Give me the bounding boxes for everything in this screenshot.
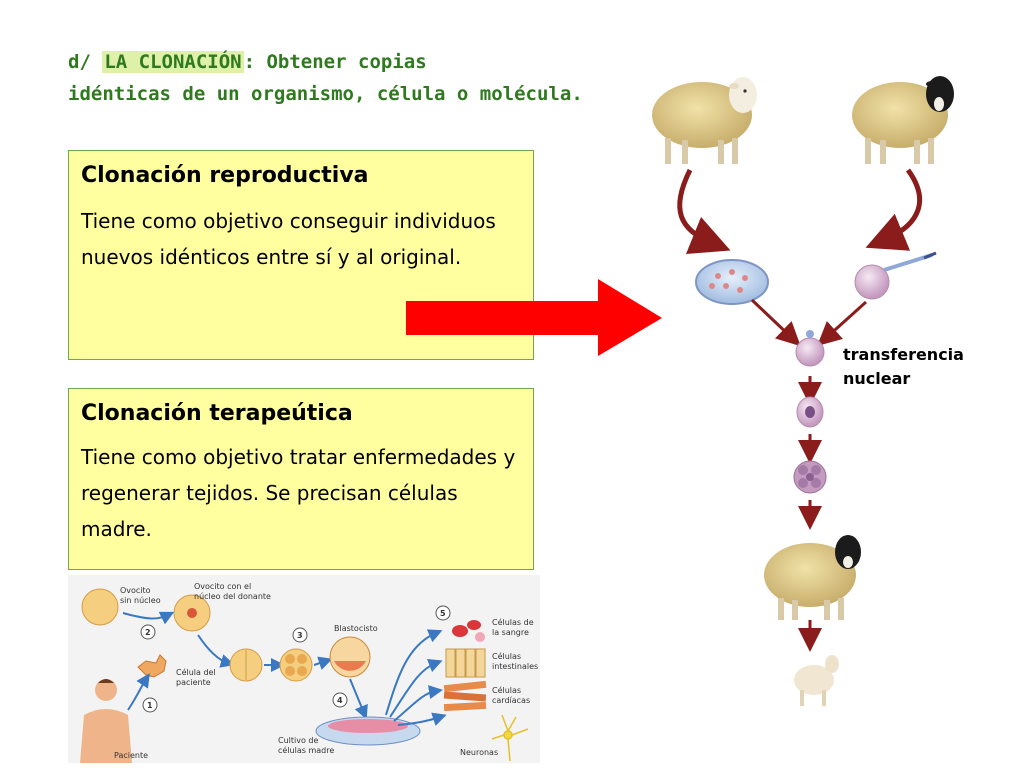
sheep-cloning-diagram bbox=[652, 76, 954, 706]
heading-highlight: LA CLONACIÓN bbox=[102, 51, 244, 73]
intestinal-cells-label-2: intestinales bbox=[492, 662, 538, 671]
reproductive-cloning-box: Clonación reproductiva Tiene como objeti… bbox=[68, 150, 534, 360]
cardiac-cells-label-2: cardíacas bbox=[492, 696, 530, 705]
oocyte-donor-label-1: Ovocito con el bbox=[194, 582, 251, 591]
oocyte-no-nucleus-icon bbox=[81, 588, 119, 626]
therapeutic-cloning-text: Tiene como objetivo tratar enfermedades … bbox=[81, 445, 516, 541]
blood-cells-label-2: la sangre bbox=[492, 628, 529, 637]
stem-culture-label-2: células madre bbox=[278, 745, 334, 755]
patient-cell-label-2: paciente bbox=[176, 678, 211, 687]
blastocyst-icon bbox=[329, 636, 371, 678]
heading-line-2: idénticas de un organismo, célula o molé… bbox=[68, 83, 583, 105]
reproductive-cloning-title: Clonación reproductiva bbox=[81, 163, 369, 188]
therapeutic-cloning-box: Clonación terapeútica Tiene como objetiv… bbox=[68, 388, 534, 570]
oocyte-no-nucleus-label-1: Ovocito bbox=[120, 586, 151, 595]
blood-cells-icon bbox=[452, 620, 485, 642]
step-3-badge bbox=[292, 627, 308, 643]
nuclear-transfer-label: transferencia nuclear bbox=[843, 345, 964, 388]
donor-sheep-white-face bbox=[652, 77, 757, 164]
cloned-lamb-icon bbox=[794, 655, 839, 706]
patient-cell-label-1: Célula del bbox=[176, 667, 216, 677]
neurons-label: Neuronas bbox=[460, 748, 498, 757]
svg-text:1: 1 bbox=[147, 701, 153, 710]
patient-label: Paciente bbox=[114, 751, 148, 760]
stem-culture-label-1: Cultivo de bbox=[278, 736, 318, 745]
neurons-icon bbox=[491, 714, 529, 762]
oocyte-donor-label-2: núcleo del donante bbox=[194, 592, 271, 601]
heading-line-1: d/ LA CLONACIÓN: Obtener copias bbox=[68, 51, 427, 73]
four-cell-embryo-icon bbox=[279, 648, 313, 682]
reproductive-cloning-text: Tiene como objetivo conseguir individuos… bbox=[81, 209, 496, 269]
donor-sheep-black-face bbox=[852, 76, 954, 164]
svg-text:3: 3 bbox=[297, 631, 303, 640]
cardiac-cells-label-1: Células bbox=[492, 685, 521, 695]
surrogate-sheep-icon bbox=[764, 535, 861, 620]
step-2-badge bbox=[140, 624, 156, 640]
oocyte-pipette-icon bbox=[854, 251, 937, 300]
page-heading: d/ LA CLONACIÓN: Obtener copias idéntica… bbox=[68, 46, 648, 110]
svg-text:4: 4 bbox=[337, 696, 343, 705]
step-4-badge bbox=[332, 692, 348, 708]
embryo-icon bbox=[793, 460, 827, 494]
therapeutic-cloning-diagram: Ovocito sin núcleo Ovocito con el núcleo… bbox=[68, 575, 540, 763]
patient-figure-icon bbox=[80, 679, 132, 763]
svg-text:2: 2 bbox=[145, 628, 151, 637]
cloned-cell-icon bbox=[796, 396, 824, 428]
blood-cells-label-1: Células de bbox=[492, 617, 534, 627]
oocyte-no-nucleus-label-2: sin núcleo bbox=[120, 596, 161, 605]
cardiac-cells-icon bbox=[443, 680, 487, 712]
step-5-badge bbox=[435, 605, 451, 621]
intestinal-cells-label-1: Células bbox=[492, 651, 521, 661]
fused-cell-icon bbox=[795, 330, 825, 367]
petri-dish-icon bbox=[695, 259, 769, 305]
therapeutic-cloning-title: Clonación terapeútica bbox=[81, 401, 353, 426]
step-1-badge bbox=[142, 697, 158, 713]
intestinal-cells-icon bbox=[445, 648, 486, 678]
big-red-arrow bbox=[406, 279, 662, 356]
svg-text:5: 5 bbox=[440, 609, 446, 618]
blastocyst-label: Blastocisto bbox=[334, 624, 378, 633]
